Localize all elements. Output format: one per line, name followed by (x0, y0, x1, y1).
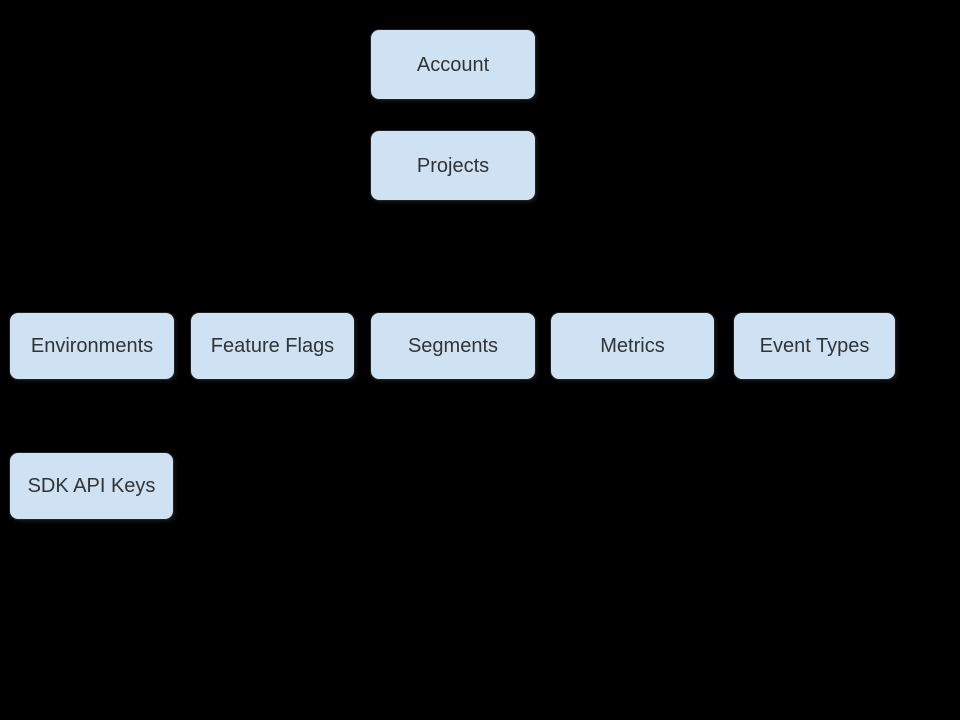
node-environments: Environments (9, 312, 175, 380)
node-event-types: Event Types (733, 312, 896, 380)
node-account: Account (370, 29, 536, 100)
node-sdk-api-keys: SDK API Keys (9, 452, 174, 520)
node-metrics: Metrics (550, 312, 715, 380)
node-segments: Segments (370, 312, 536, 380)
node-feature-flags: Feature Flags (190, 312, 355, 380)
node-projects: Projects (370, 130, 536, 201)
